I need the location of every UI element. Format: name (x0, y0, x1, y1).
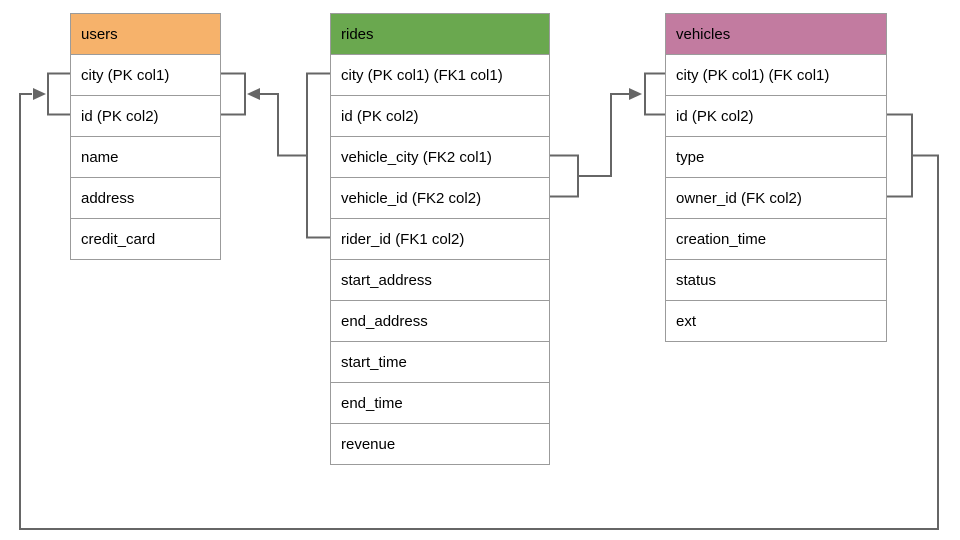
users-row-city: city (PK col1) (71, 54, 220, 95)
users-row-id: id (PK col2) (71, 95, 220, 136)
rides-row-end-time: end_time (331, 382, 549, 423)
table-users-title: users (81, 25, 118, 43)
connector-rides-to-vehicles (578, 93, 629, 177)
vehicles-row-status: status (666, 259, 886, 300)
table-vehicles: vehicles city (PK col1) (FK col1) id (PK… (665, 13, 887, 342)
connector-rides-to-users (260, 93, 307, 157)
table-rides-title: rides (341, 25, 374, 43)
arrowhead-rides-to-users-icon (247, 88, 260, 100)
rides-row-vehicle-city: vehicle_city (FK2 col1) (331, 136, 549, 177)
rides-row-revenue: revenue (331, 423, 549, 464)
rides-row-city: city (PK col1) (FK1 col1) (331, 54, 549, 95)
rides-row-start-time: start_time (331, 341, 549, 382)
users-row-address: address (71, 177, 220, 218)
vehicles-row-type: type (666, 136, 886, 177)
vehicles-row-id: id (PK col2) (666, 95, 886, 136)
bracket-users-left (47, 72, 70, 116)
rides-row-rider-id: rider_id (FK1 col2) (331, 218, 549, 259)
rides-row-start-address: start_address (331, 259, 549, 300)
users-row-credit-card: credit_card (71, 218, 220, 259)
table-rides-header: rides (331, 14, 549, 54)
rides-row-vehicle-id: vehicle_id (FK2 col2) (331, 177, 549, 218)
rides-row-id: id (PK col2) (331, 95, 549, 136)
table-users-header: users (71, 14, 220, 54)
arrowhead-rides-to-vehicles-icon (629, 88, 642, 100)
vehicles-row-city: city (PK col1) (FK col1) (666, 54, 886, 95)
arrowhead-vehicles-to-users-icon (33, 88, 46, 100)
rides-row-end-address: end_address (331, 300, 549, 341)
vehicles-row-owner-id: owner_id (FK col2) (666, 177, 886, 218)
bracket-users-right (221, 72, 246, 116)
users-row-name: name (71, 136, 220, 177)
table-vehicles-header: vehicles (666, 14, 886, 54)
bracket-rides-left (306, 72, 330, 239)
vehicles-row-ext: ext (666, 300, 886, 341)
table-vehicles-title: vehicles (676, 25, 731, 43)
bracket-rides-right (550, 154, 579, 198)
table-users: users city (PK col1) id (PK col2) name a… (70, 13, 221, 260)
table-rides: rides city (PK col1) (FK1 col1) id (PK c… (330, 13, 550, 465)
bracket-vehicles-right (887, 113, 913, 198)
vehicles-row-creation-time: creation_time (666, 218, 886, 259)
bracket-vehicles-left (644, 72, 665, 116)
